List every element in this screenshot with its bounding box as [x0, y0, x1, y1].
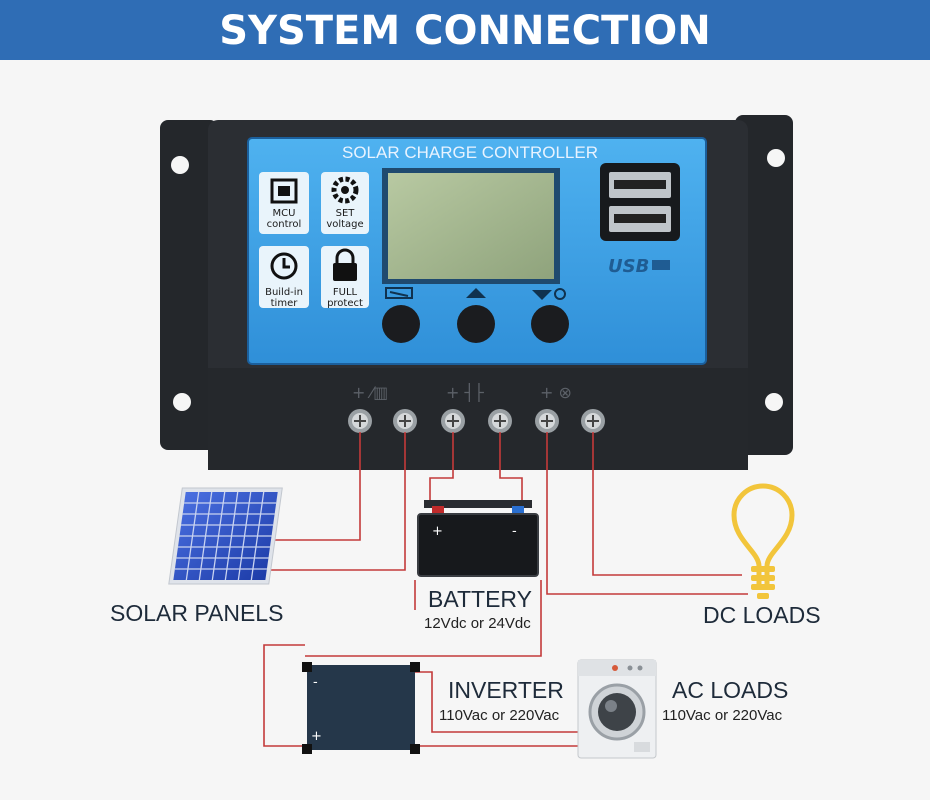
wire-inverter-left — [263, 644, 305, 747]
svg-text:control: control — [267, 219, 302, 230]
minus-light-symbol-icon — [532, 288, 566, 300]
lock-icon — [333, 248, 357, 281]
svg-text:FULL: FULL — [333, 287, 358, 298]
svg-text:+ ⁄▥: + ⁄▥ — [352, 383, 388, 402]
usb-label: USB — [608, 256, 649, 277]
wire-dc-load-2 — [592, 432, 742, 576]
terminal-screw — [535, 409, 559, 433]
wire-dc-load-1 — [546, 432, 748, 595]
mount-hole — [765, 393, 783, 411]
svg-text:Build-in: Build-in — [265, 287, 303, 298]
solar-panels-label: SOLAR PANELS — [110, 600, 284, 626]
plus-symbol-icon — [466, 288, 486, 298]
title-banner: SYSTEM CONNECTION — [0, 0, 930, 60]
washing-machine-icon — [577, 659, 657, 759]
light-bulb-icon — [731, 483, 795, 599]
wiring — [258, 432, 748, 747]
ac-loads-spec: 110Vac or 220Vac — [662, 707, 783, 724]
battery: + - — [417, 500, 539, 577]
terminal-block — [208, 368, 748, 470]
svg-text:+ ┤├: + ┤├ — [446, 382, 484, 402]
terminal-screw — [488, 409, 512, 433]
chip-icon — [270, 178, 298, 204]
minus-light-button[interactable] — [531, 305, 569, 343]
right-flange — [735, 115, 793, 455]
left-flange — [160, 120, 218, 450]
menu-button[interactable] — [382, 305, 420, 343]
svg-text:timer: timer — [271, 298, 299, 309]
battery-label: BATTERY — [428, 586, 532, 612]
feature-mcu-control: MCU control — [259, 172, 309, 234]
wire-inverter-to-ac-1 — [415, 671, 578, 733]
mount-hole — [171, 156, 189, 174]
usb-plug-icon — [652, 260, 670, 270]
solar-charge-controller: SOLAR CHARGE CONTROLLER MCU control SET … — [160, 115, 793, 470]
dc-loads-label: DC LOADS — [703, 602, 821, 628]
wire-battery-to-inverter-1 — [305, 580, 542, 657]
terminal-screw — [441, 409, 465, 433]
plus-button[interactable] — [457, 305, 495, 343]
svg-text:+ ⊗: + ⊗ — [540, 383, 572, 402]
svg-text:protect: protect — [327, 298, 363, 309]
usb-ports[interactable] — [600, 163, 680, 241]
svg-text:+: + — [432, 524, 443, 539]
battery-spec: 12Vdc or 24Vdc — [424, 615, 531, 632]
inverter-label: INVERTER — [448, 677, 564, 703]
terminal-symbols: + ⁄▥ + ┤├ + ⊗ — [352, 382, 572, 402]
inverter: - + — [302, 662, 420, 754]
wire-battery-positive — [429, 432, 454, 500]
feature-full-protect: FULL protect — [321, 246, 369, 309]
mount-hole — [767, 149, 785, 167]
wire-solar-positive — [258, 432, 361, 541]
svg-text:voltage: voltage — [326, 219, 363, 230]
svg-text:SET: SET — [336, 208, 356, 219]
wire-solar-negative — [268, 432, 406, 571]
inverter-spec: 110Vac or 220Vac — [439, 707, 560, 724]
terminal-screw — [581, 409, 605, 433]
terminal-screw — [393, 409, 417, 433]
svg-text:-: - — [313, 675, 318, 690]
solar-panel — [168, 487, 283, 585]
clock-icon — [270, 252, 298, 280]
feature-set-voltage: SET voltage — [321, 172, 369, 234]
terminal-screw — [348, 409, 372, 433]
svg-text:-: - — [512, 524, 517, 539]
svg-text:MCU: MCU — [273, 208, 296, 219]
feature-build-in-timer: Build-in timer — [259, 246, 309, 309]
page-title: SYSTEM CONNECTION — [219, 8, 711, 54]
menu-symbol-icon — [385, 287, 413, 299]
lcd-screen — [388, 173, 554, 279]
gear-icon — [331, 176, 359, 204]
svg-text:+: + — [311, 729, 322, 744]
wire-battery-negative — [499, 432, 523, 500]
connection-diagram: SOLAR CHARGE CONTROLLER MCU control SET … — [160, 115, 795, 759]
ac-loads-label: AC LOADS — [672, 677, 789, 703]
controller-title: SOLAR CHARGE CONTROLLER — [342, 143, 598, 162]
mount-hole — [173, 393, 191, 411]
